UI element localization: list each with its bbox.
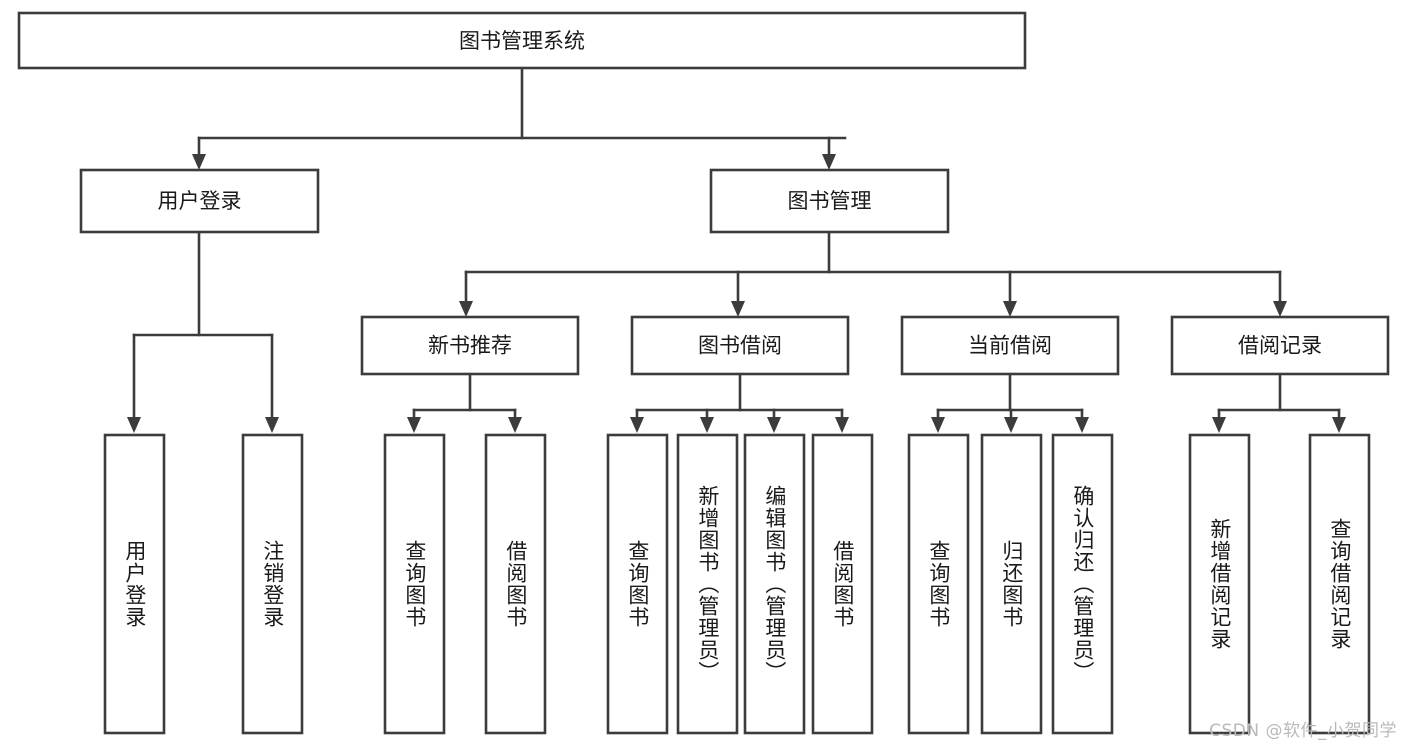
node-book-borrow[interactable]: 图书借阅 bbox=[630, 315, 850, 376]
leaf-node-query-book-current[interactable] bbox=[907, 433, 970, 735]
leaf-node-add-borrow-record[interactable] bbox=[1188, 433, 1251, 735]
node-new-book-recommend[interactable]: 新书推荐 bbox=[360, 315, 580, 376]
leaf-node-query-borrow-record[interactable] bbox=[1308, 433, 1371, 735]
node-borrow-record[interactable]: 借阅记录 bbox=[1170, 315, 1390, 376]
connector-current-borrow-to-leaves bbox=[931, 372, 1089, 433]
connector-book-borrow-to-leaves bbox=[630, 372, 849, 433]
node-label-current-borrow: 当前借阅 bbox=[968, 334, 1052, 358]
connector-borrow-record-to-leaves bbox=[1212, 372, 1346, 433]
node-label-book-management: 图书管理 bbox=[788, 189, 872, 213]
leaf-node-borrow-book[interactable] bbox=[811, 433, 874, 735]
node-label-borrow-record: 借阅记录 bbox=[1238, 334, 1322, 358]
leaf-node-query-book-recommend[interactable] bbox=[383, 433, 446, 735]
leaf-node-user-login[interactable] bbox=[103, 433, 166, 735]
leaf-node-query-book-borrow[interactable] bbox=[606, 433, 669, 735]
connector-user-login-to-leaves bbox=[127, 230, 279, 433]
leaf-node-edit-book-admin[interactable] bbox=[743, 433, 806, 735]
leaf-node-confirm-return-admin[interactable] bbox=[1051, 433, 1114, 735]
leaf-node-return-book[interactable] bbox=[980, 433, 1043, 735]
node-current-borrow[interactable]: 当前借阅 bbox=[900, 315, 1120, 376]
node-user-login[interactable]: 用户登录 bbox=[79, 168, 320, 234]
leaf-node-borrow-book-recommend[interactable] bbox=[484, 433, 547, 735]
connector-book-management-to-level3 bbox=[459, 230, 1287, 317]
node-label-book-borrow: 图书借阅 bbox=[698, 334, 782, 358]
arrowhead-to-book-management bbox=[822, 154, 836, 170]
node-root-system[interactable]: 图书管理系统 bbox=[17, 11, 1027, 70]
connector-root-to-level2 bbox=[197, 66, 847, 158]
connector-new-book-to-leaves bbox=[407, 372, 522, 433]
arrowhead-to-user-login bbox=[192, 154, 206, 170]
node-label-new-book-recommend: 新书推荐 bbox=[428, 334, 512, 358]
leaf-node-logout[interactable] bbox=[241, 433, 304, 735]
csdn-watermark: CSDN @软件_小贺同学 bbox=[1209, 721, 1397, 741]
node-book-management[interactable]: 图书管理 bbox=[709, 168, 950, 234]
node-label-root: 图书管理系统 bbox=[459, 29, 585, 53]
leaf-node-add-book-admin[interactable] bbox=[676, 433, 739, 735]
node-label-user-login: 用户登录 bbox=[158, 189, 242, 213]
